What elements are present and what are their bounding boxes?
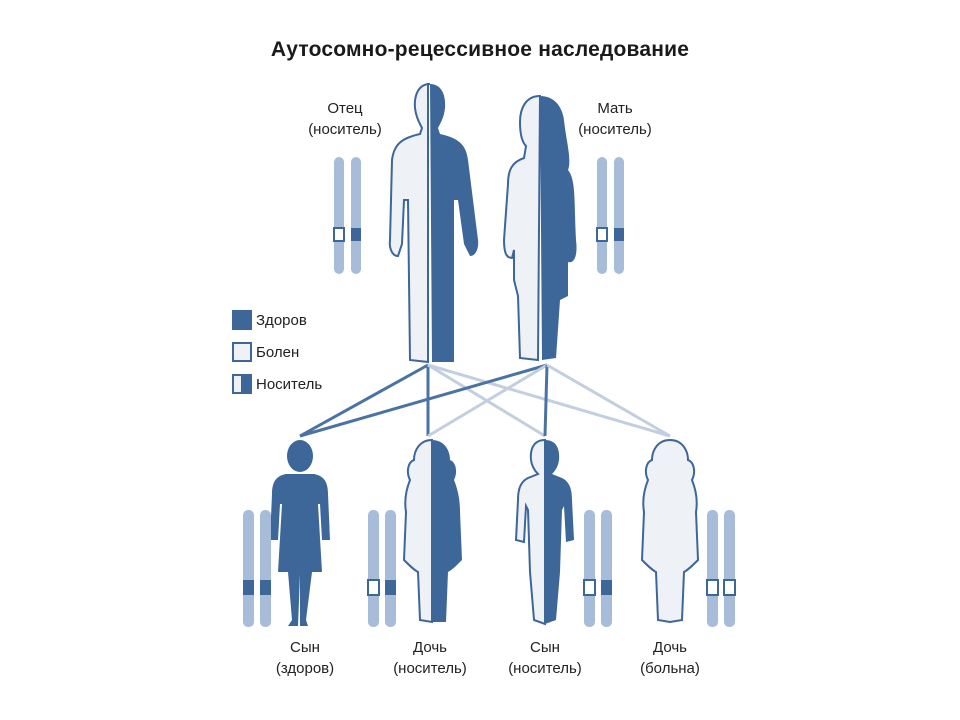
chromosomes-son-carrier bbox=[583, 510, 612, 627]
father-label: Отец (носитель) bbox=[295, 98, 395, 140]
legend-item-healthy: Здоров bbox=[232, 309, 322, 331]
son-healthy-figure bbox=[270, 440, 330, 626]
child-label-3: Сын (носитель) bbox=[508, 639, 582, 677]
son-carrier-figure bbox=[514, 438, 574, 626]
mother-figure bbox=[502, 94, 577, 362]
sick-swatch-icon bbox=[232, 342, 252, 362]
legend-item-sick: Болен bbox=[232, 341, 322, 363]
mother-status: (носитель) bbox=[578, 121, 652, 138]
father-status: (носитель) bbox=[308, 121, 382, 138]
mother-label: Мать (носитель) bbox=[565, 98, 665, 140]
child-label-2: Дочь (носитель) bbox=[393, 639, 467, 677]
chromosomes-daughter-carrier bbox=[367, 510, 396, 627]
daughter-sick-figure bbox=[640, 438, 700, 624]
chromosomes-son-healthy bbox=[243, 510, 271, 627]
chromosomes-mother bbox=[596, 157, 624, 274]
diagram-title: Аутосомно-рецессивное наследование bbox=[270, 38, 690, 61]
child-label-1: Сын (здоров) bbox=[275, 639, 335, 677]
healthy-swatch-icon bbox=[232, 310, 252, 330]
carrier-swatch-icon bbox=[232, 374, 252, 394]
mother-name: Мать bbox=[597, 100, 633, 117]
father-name: Отец bbox=[327, 100, 363, 117]
legend-item-carrier: Носитель bbox=[232, 373, 322, 395]
daughter-carrier-figure bbox=[402, 438, 462, 624]
chromosomes-father bbox=[333, 157, 361, 274]
father-figure bbox=[388, 83, 479, 364]
chromosomes-daughter-sick bbox=[706, 510, 736, 627]
legend: Здоров Болен Носитель bbox=[232, 309, 322, 405]
child-label-4: Дочь (больна) bbox=[640, 639, 700, 677]
inheritance-lines bbox=[299, 363, 671, 438]
